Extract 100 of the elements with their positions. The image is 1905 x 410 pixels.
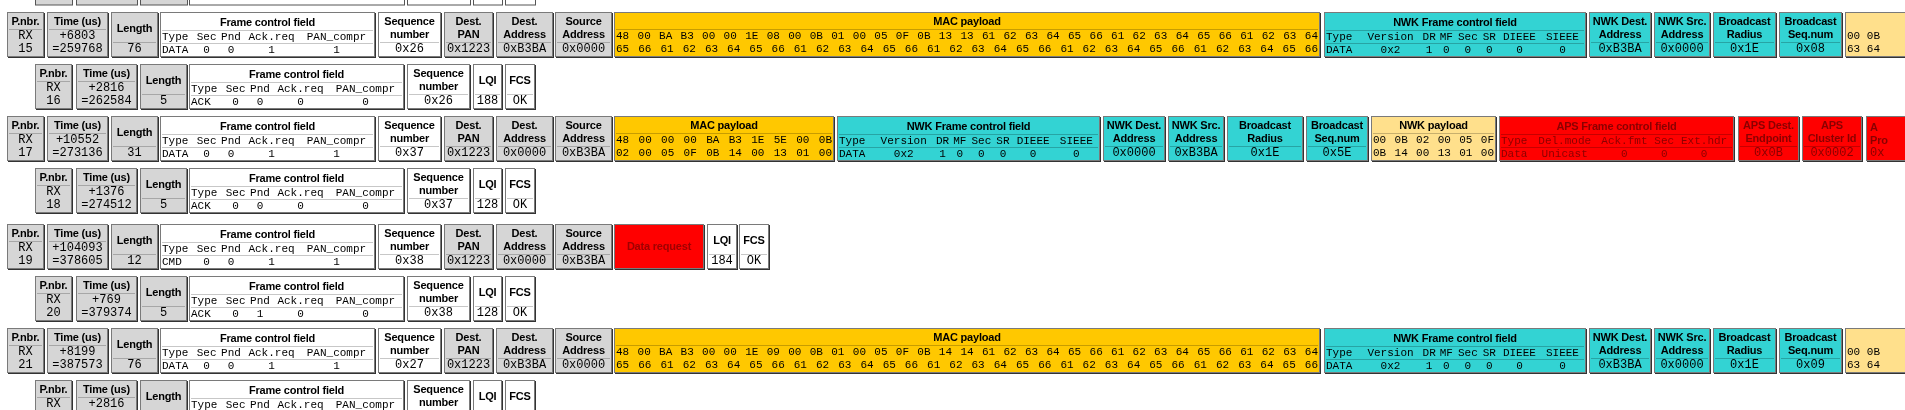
field-box [407, 168, 470, 213]
table-cell: Sec [194, 243, 219, 256]
field-heading: MAC payload [616, 330, 1318, 346]
field-value: 21 [17, 359, 34, 372]
table-cell: Ack.req [272, 187, 329, 200]
table-cell: Data [1501, 147, 1533, 160]
field-box [7, 116, 44, 161]
field-value: 0x37 [394, 147, 425, 160]
field-heading: Frame control field [162, 14, 373, 31]
table-cell: Pnd [218, 243, 244, 256]
field-box [7, 328, 44, 373]
field-heading: Time (us) [78, 170, 135, 186]
field-heading: Frame control field [191, 170, 402, 187]
field-box [496, 12, 553, 57]
table-cell: DATA [162, 43, 195, 56]
hex-bytes: 00 0B [1847, 346, 1881, 359]
field-value: 0xB3BA [1597, 43, 1643, 56]
field-value: +1376 [87, 186, 126, 199]
table-cell: 0 [328, 199, 402, 212]
field-box [76, 276, 137, 321]
table-cell: SR [1480, 347, 1498, 360]
table-cell: Sec [1454, 347, 1481, 360]
field-box [189, 276, 404, 321]
table-cell: DIEEE [1497, 347, 1541, 360]
field-heading: LQI [709, 226, 735, 255]
table-cell: DATA [162, 147, 195, 160]
field-value: 0x [1870, 147, 1886, 160]
table-cell: PAN_compr [299, 243, 373, 256]
field-heading: FCS [507, 66, 533, 95]
field-box [140, 168, 187, 213]
field-heading: NWK Dest. Address [1105, 118, 1163, 147]
table-cell: Ext.hdr [1676, 135, 1732, 148]
field-heading: Time (us) [49, 118, 106, 134]
field-heading: NWK Src. Address [1170, 118, 1222, 147]
table-cell: Type [191, 187, 224, 200]
field-box [555, 116, 612, 161]
field-heading: Dest. PAN [446, 14, 491, 43]
field-value: 76 [126, 43, 143, 56]
table-cell: DR [1420, 31, 1438, 44]
field-box [111, 224, 158, 269]
table-cell: Type [191, 295, 224, 308]
field-value: 0xB3BA [501, 359, 548, 372]
field-box [1103, 116, 1165, 161]
table-cell: 0 [194, 43, 219, 56]
field-heading: Length [142, 278, 185, 307]
field-box [1845, 328, 1905, 373]
field-heading: P.nbr. [9, 14, 42, 30]
field-heading: NWK Dest. Address [1591, 14, 1649, 43]
field-value: 0xB3BA [1173, 147, 1219, 160]
table-cell: 1 [243, 147, 300, 160]
field-box [407, 64, 470, 109]
table-cell: 1 [1420, 43, 1438, 56]
field-box [505, 276, 535, 321]
field-heading: NWK Dest. Address [1591, 330, 1649, 359]
field-value: 128 [475, 307, 500, 320]
field-value: +10552 [54, 134, 101, 147]
field-heading: P.nbr. [9, 330, 42, 346]
field-heading: Dest. PAN [446, 226, 491, 255]
table-cell: PAN_compr [328, 295, 402, 308]
table-cell: 0 [1480, 359, 1498, 372]
field-heading: NWK Src. Address [1656, 14, 1708, 43]
table-cell: Type [162, 31, 195, 44]
field-heading: LQI [475, 278, 500, 307]
table-cell: Sec [194, 31, 219, 44]
field-box [1713, 328, 1776, 373]
field-box [1654, 328, 1710, 373]
field-box [160, 116, 375, 161]
field-value: +2816 [87, 398, 126, 410]
field-value: 0x1223 [446, 147, 491, 160]
field-box [614, 224, 704, 269]
field-value: OK [511, 95, 529, 108]
table-cell: Sec [223, 187, 248, 200]
field-value: 5 [158, 199, 169, 212]
field-heading: Time (us) [78, 382, 135, 398]
table-cell: Version [1360, 31, 1421, 44]
table-cell: 0 [218, 255, 244, 268]
field-box [1845, 12, 1905, 57]
table-cell: Ack.req [272, 83, 329, 96]
field-heading: Sequence number [380, 226, 439, 255]
field-heading: Time (us) [78, 66, 135, 82]
table-cell: 0 [1454, 359, 1481, 372]
field-heading: Sequence number [380, 330, 439, 359]
table-cell: 0x2 [1360, 43, 1421, 56]
field-heading: NWK Frame control field [1326, 330, 1584, 347]
field-value: RX [17, 134, 34, 147]
table-cell: MF [1437, 347, 1455, 360]
table-cell: 0 [328, 307, 402, 320]
field-value: 0x0000 [1659, 43, 1705, 56]
field-heading: Time (us) [49, 226, 106, 242]
table-cell: Ack.req [272, 295, 329, 308]
table-cell: 0 [218, 43, 244, 56]
field-heading: Broadcast Radius [1229, 118, 1301, 147]
field-box [47, 328, 108, 373]
field-heading: Length [113, 226, 156, 255]
table-cell-text: Sec [224, 399, 247, 410]
field-box [1779, 328, 1842, 373]
field-heading: P.nbr. [37, 382, 70, 398]
table-cell-text: Pnd [249, 399, 271, 410]
field-value: 19 [17, 255, 34, 268]
field-value: 0x1223 [446, 43, 491, 56]
